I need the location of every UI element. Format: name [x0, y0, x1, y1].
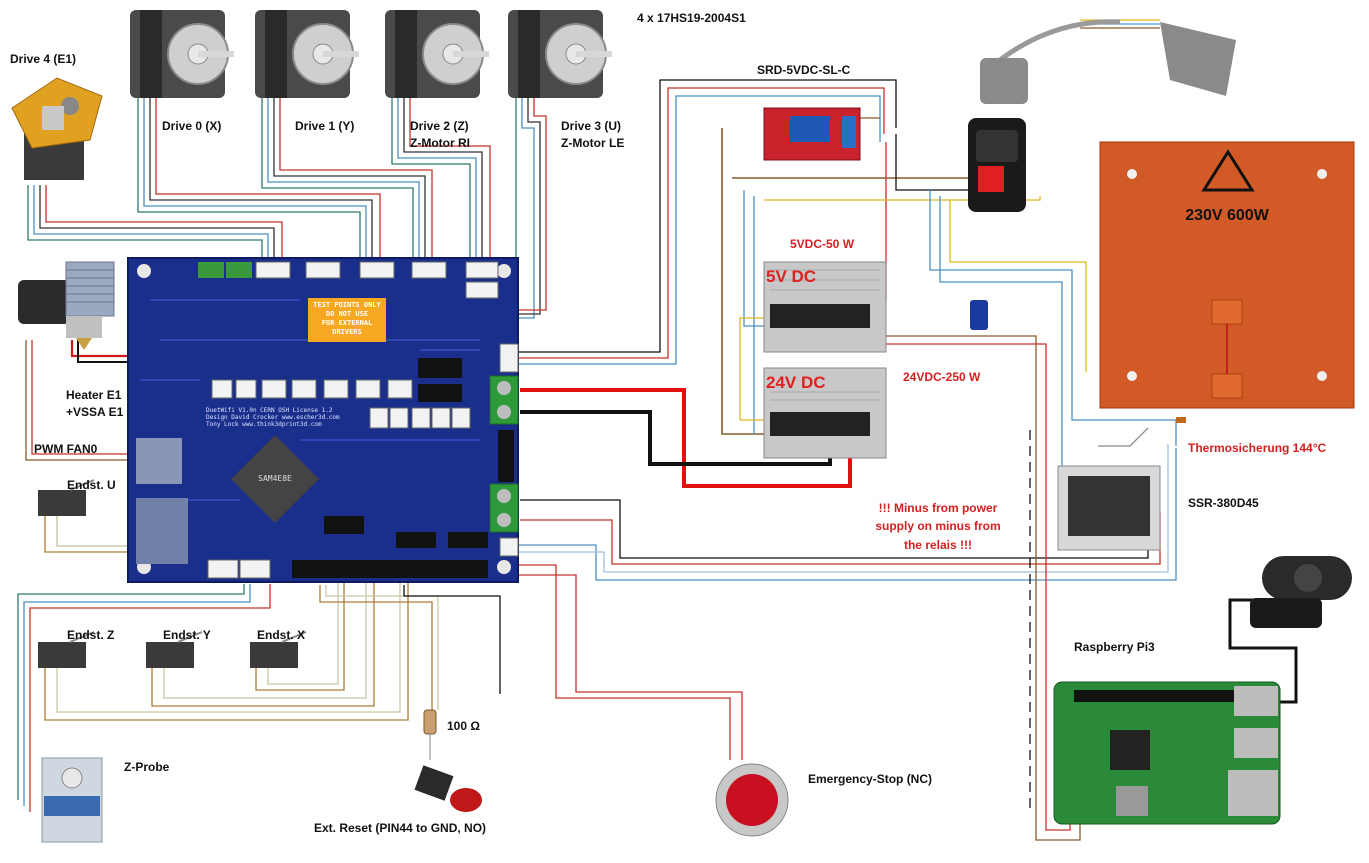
resistor-label: 100 Ω [447, 719, 480, 733]
board-silk-2: Design David Crocker www.escher3d.com [206, 414, 340, 421]
pwm-fan-label: PWM FAN0 [34, 442, 98, 456]
test-points-line-4: DRIVERS [332, 328, 362, 336]
psu-24v-label: 24VDC-250 W [903, 370, 981, 384]
ssr-module [1057, 465, 1161, 551]
psu-5v-label: 5VDC-50 W [790, 237, 855, 251]
z-probe-label: Z-Probe [124, 760, 170, 774]
duet-wifi-board: TEST POINTS ONLY DO NOT USE FOR EXTERNAL… [127, 257, 519, 583]
raspberry-label: Raspberry Pi3 [1074, 640, 1155, 654]
psu-24v-face: 24V DC [766, 373, 826, 392]
drive0-label: Drive 0 (X) [162, 119, 221, 133]
board-silk-3: Tony Lock www.think3dprint3d.com [206, 421, 322, 428]
endstop-switch-icon [250, 631, 307, 668]
drive2-label: Drive 2 (Z) [410, 119, 469, 133]
emergency-stop-label: Emergency-Stop (NC) [808, 772, 932, 786]
ssr-label: SSR-380D45 [1188, 496, 1259, 510]
relay-module [763, 107, 861, 161]
stepper-motor-icon [508, 10, 612, 98]
psu-5v-face: 5V DC [766, 267, 816, 286]
power-inlet-switch [968, 118, 1026, 212]
endstop-u-label: Endst. U [67, 478, 116, 492]
heater-label-2: +VSSA E1 [66, 405, 124, 419]
test-points-line-3: FOR EXTERNAL [322, 319, 373, 327]
test-points-line-2: DO NOT USE [326, 310, 368, 318]
stepper-motor-icon [130, 10, 234, 98]
heatbed: 230V 600W [1099, 141, 1355, 409]
hotend-icon [18, 261, 115, 350]
drive1-label: Drive 1 (Y) [295, 119, 354, 133]
stepper-motor-icon [385, 10, 489, 98]
emergency-stop-icon [715, 763, 789, 837]
relay-model-label: SRD-5VDC-SL-C [757, 63, 851, 77]
reset-button-icon [414, 765, 482, 812]
drive4-label: Drive 4 (E1) [10, 52, 76, 66]
resistor-icon [423, 709, 437, 760]
warning-line-2: supply on minus from [875, 519, 1000, 533]
board-silk-1: DuetWifi V1.0n CERN OSH License 1.2 [206, 407, 333, 414]
endstop-x-label: Endst. X [257, 628, 305, 642]
capacitor-icon [970, 300, 988, 330]
heater-label-1: Heater E1 [66, 388, 122, 402]
drive3-label: Drive 3 (U) [561, 119, 621, 133]
webcam-icon [1250, 556, 1352, 628]
heatbed-rating: 230V 600W [1185, 207, 1270, 224]
endstop-z-label: Endst. Z [67, 628, 114, 642]
drive3-sub-label: Z-Motor LE [561, 136, 624, 150]
board-chip-label: SAM4E8E [258, 474, 292, 483]
extruder-motor-icon [11, 77, 103, 180]
endstop-switch-icon [38, 479, 95, 516]
test-points-line-1: TEST POINTS ONLY [313, 301, 381, 309]
psu-24v: 24V DC [763, 367, 887, 459]
drive2-sub-label: Z-Motor RI [410, 136, 470, 150]
endstop-switch-icon [38, 631, 95, 668]
stepper-motor-icon [255, 10, 359, 98]
warning-line-1: !!! Minus from power [879, 501, 998, 515]
z-probe-icon [41, 757, 103, 843]
power-cable-icon [980, 19, 1236, 104]
psu-5v: 5V DC [763, 261, 887, 353]
thermal-fuse-label: Thermosicherung 144°C [1188, 441, 1327, 455]
endstop-y-label: Endst. Y [163, 628, 211, 642]
warning-line-3: the relais !!! [904, 538, 972, 552]
endstop-switch-icon [146, 631, 203, 668]
motor-model-label: 4 x 17HS19-2004S1 [637, 11, 746, 25]
reset-label: Ext. Reset (PIN44 to GND, NO) [314, 821, 486, 835]
raspberry-pi-board [1053, 681, 1281, 825]
